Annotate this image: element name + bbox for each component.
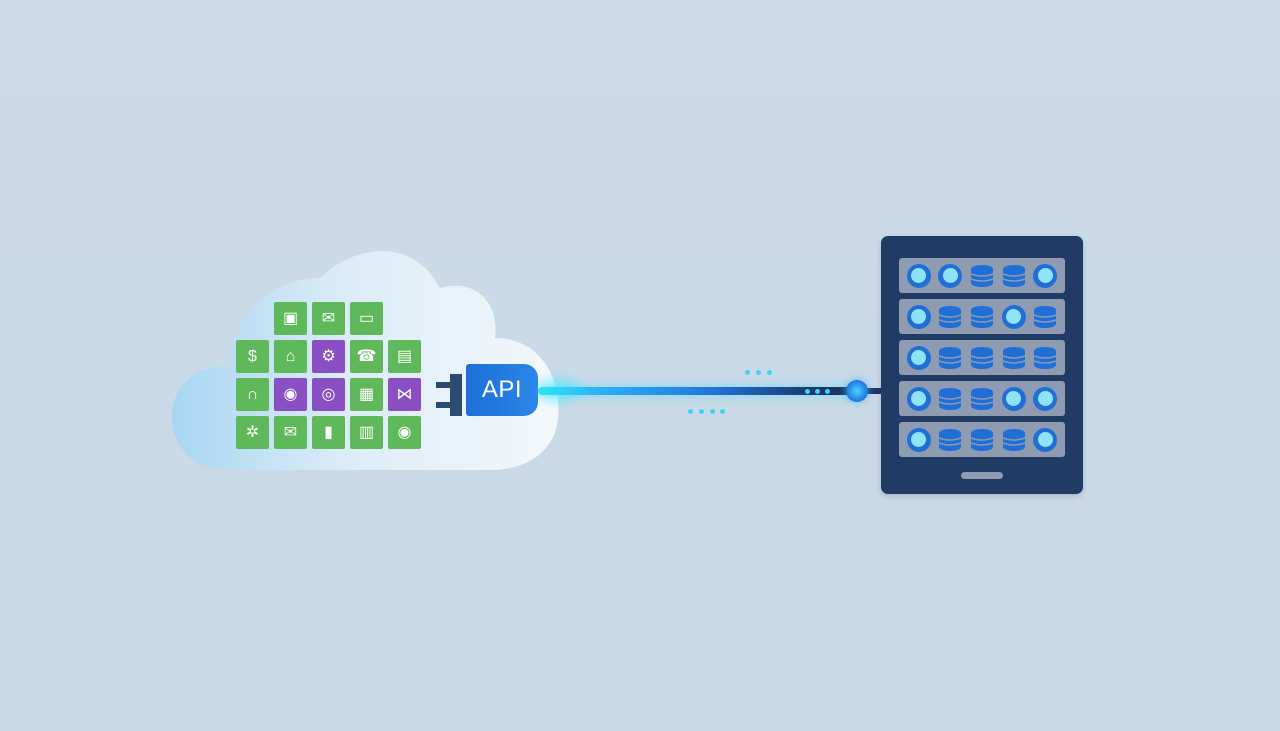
status-light-icon <box>906 427 931 452</box>
data-dot <box>688 409 693 414</box>
status-light-icon <box>1033 427 1058 452</box>
status-light-icon <box>906 345 931 370</box>
status-light-icon <box>906 263 931 288</box>
network-icon: ⋈ <box>388 378 421 411</box>
phone-icon: ☎ <box>350 340 383 373</box>
data-dot <box>745 370 750 375</box>
chart-icon: ▥ <box>350 416 383 449</box>
form-icon: ▦ <box>350 378 383 411</box>
status-light-icon <box>1033 386 1058 411</box>
data-dot <box>710 409 715 414</box>
connection-node <box>846 380 868 402</box>
plug-prongs-icon <box>436 374 462 416</box>
database-icon <box>938 346 962 370</box>
message-icon: ▭ <box>350 302 383 335</box>
status-light-icon <box>906 386 931 411</box>
monitor-cart-icon: ▣ <box>274 302 307 335</box>
data-dot <box>825 389 830 394</box>
data-dot <box>720 409 725 414</box>
arch-user-icon: ⌂ <box>274 340 307 373</box>
database-icon <box>970 428 994 452</box>
data-dot <box>767 370 772 375</box>
status-light-icon <box>906 304 931 329</box>
database-icon <box>938 305 962 329</box>
status-light-icon <box>938 263 963 288</box>
data-dot <box>815 389 820 394</box>
location-icon: ◉ <box>274 378 307 411</box>
data-dot <box>699 409 704 414</box>
database-icon <box>938 428 962 452</box>
database-icon <box>970 346 994 370</box>
database-icon <box>1002 346 1026 370</box>
database-icon <box>1002 264 1026 288</box>
server-rack <box>881 236 1083 494</box>
api-plug: API <box>466 364 538 416</box>
kiosk-icon: ▮ <box>312 416 345 449</box>
dollar-doc-icon: $ <box>236 340 269 373</box>
database-icon <box>938 387 962 411</box>
api-label: API <box>481 376 523 403</box>
status-light-icon <box>1001 386 1026 411</box>
database-icon <box>970 387 994 411</box>
mail-icon: ✉ <box>312 302 345 335</box>
status-light-icon <box>1001 304 1026 329</box>
server-unit <box>899 422 1065 457</box>
server-unit <box>899 340 1065 375</box>
database-icon <box>1033 305 1057 329</box>
server-unit <box>899 299 1065 334</box>
cube-icon: ◎ <box>312 378 345 411</box>
robot-icon: ⚙ <box>312 340 345 373</box>
headset-icon: ∩ <box>236 378 269 411</box>
document-icon: ▤ <box>388 340 421 373</box>
database-icon <box>970 264 994 288</box>
data-cable <box>538 387 858 395</box>
cable-end <box>856 388 882 394</box>
inbox-icon: ✉ <box>274 416 307 449</box>
server-unit <box>899 381 1065 416</box>
database-icon <box>1033 346 1057 370</box>
eye-icon: ◉ <box>388 416 421 449</box>
data-dot <box>756 370 761 375</box>
chip-icon: ✲ <box>236 416 269 449</box>
data-dot <box>805 389 810 394</box>
server-unit <box>899 258 1065 293</box>
database-icon <box>970 305 994 329</box>
database-icon <box>1002 428 1026 452</box>
status-light-icon <box>1033 263 1058 288</box>
server-handle <box>961 472 1003 479</box>
